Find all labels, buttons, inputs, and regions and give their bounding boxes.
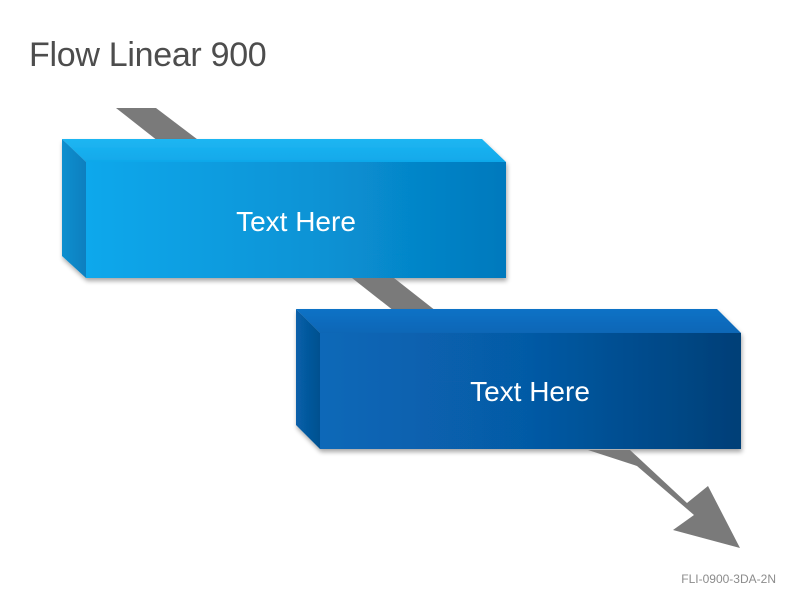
step-box-2-front <box>320 333 741 449</box>
step-box-1 <box>62 139 506 278</box>
step-box-2 <box>296 309 741 449</box>
step-2-label: Text Here <box>470 376 590 407</box>
step-box-2-top <box>296 309 741 333</box>
step-box-2-side <box>296 309 320 449</box>
step-box-1-side <box>62 139 86 278</box>
step-1-label: Text Here <box>236 206 356 237</box>
slide-code: FLI-0900-3DA-2N <box>681 572 776 586</box>
slide-title: Flow Linear 900 <box>29 36 267 74</box>
step-box-1-front <box>86 162 506 278</box>
step-box-1-top <box>62 139 506 162</box>
arrow-out <box>588 450 740 548</box>
